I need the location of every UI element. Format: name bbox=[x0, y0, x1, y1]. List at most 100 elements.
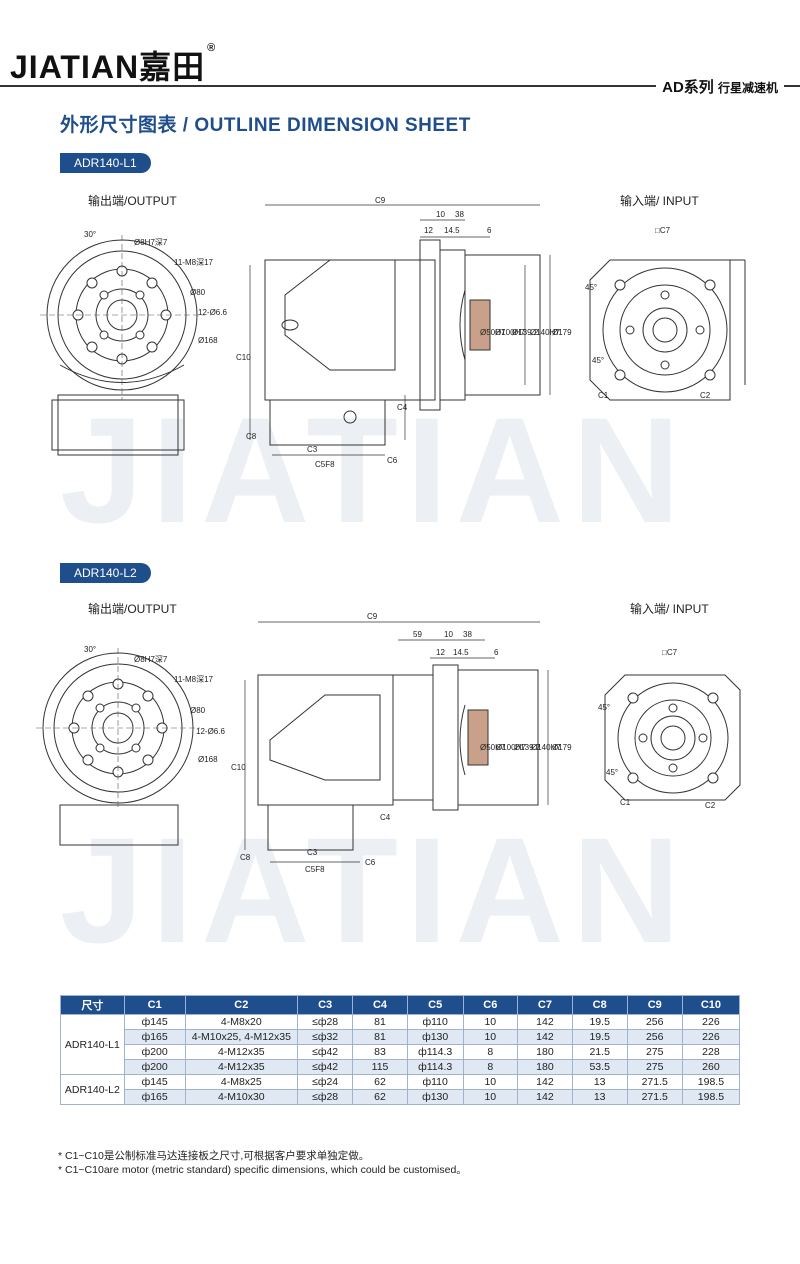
table-cell: ф200 bbox=[123, 1044, 186, 1060]
svg-text:C2: C2 bbox=[705, 801, 716, 810]
svg-text:45°: 45° bbox=[585, 283, 597, 292]
svg-text:Ø8H7深7: Ø8H7深7 bbox=[134, 238, 168, 247]
col-header: 尺寸 bbox=[60, 995, 125, 1015]
svg-text:14.5: 14.5 bbox=[453, 648, 469, 657]
table-cell: 142 bbox=[517, 1089, 573, 1105]
svg-text:C9: C9 bbox=[375, 196, 386, 205]
col-header: C8 bbox=[571, 995, 628, 1015]
svg-text:Ø100H7: Ø100H7 bbox=[495, 328, 525, 337]
svg-text:Ø80: Ø80 bbox=[190, 706, 206, 715]
svg-text:45°: 45° bbox=[598, 703, 610, 712]
page-title: 外形尺寸图表 / OUTLINE DIMENSION SHEET bbox=[60, 115, 471, 136]
table-cell: 226 bbox=[681, 1014, 741, 1030]
svg-text:Ø140H7: Ø140H7 bbox=[531, 743, 561, 752]
svg-text:59: 59 bbox=[413, 630, 422, 639]
col-header: C3 bbox=[297, 995, 354, 1015]
watermark: JIATIAN bbox=[60, 386, 689, 554]
svg-text:Ø168: Ø168 bbox=[198, 755, 218, 764]
model-tag: ADR140-L1 bbox=[60, 153, 151, 173]
col-header: C6 bbox=[462, 995, 519, 1015]
drawing-adr140-l2: 30° Ø8H7深7 11-M8深17 Ø80 12-Ø6.6 Ø168 C9 … bbox=[36, 612, 741, 874]
col-header: C9 bbox=[626, 995, 683, 1015]
svg-text:C6: C6 bbox=[365, 858, 376, 867]
table-cell: 4-M12x35 bbox=[184, 1044, 299, 1060]
table-cell: 226 bbox=[681, 1029, 741, 1045]
table-cell: ≤ф28 bbox=[297, 1089, 354, 1105]
svg-text:38: 38 bbox=[463, 630, 472, 639]
model-tag: ADR140-L2 bbox=[60, 563, 151, 583]
svg-text:45°: 45° bbox=[606, 768, 618, 777]
svg-text:Ø8H7深7: Ø8H7深7 bbox=[134, 655, 168, 664]
svg-text:C1: C1 bbox=[598, 391, 609, 400]
table-cell: 4-M10x25, 4-M12x35 bbox=[184, 1029, 299, 1045]
table-cell: ф114.3 bbox=[406, 1059, 464, 1075]
table-cell: 4-M10x30 bbox=[184, 1089, 299, 1105]
note-en: * C1~C10are motor (metric standard) spec… bbox=[58, 1164, 467, 1176]
brand-logo: JIATIAN嘉田® bbox=[10, 42, 217, 85]
col-header: C4 bbox=[352, 995, 408, 1015]
table-cell: 62 bbox=[352, 1089, 408, 1105]
model-cell: ADR140-L1 bbox=[60, 1014, 125, 1075]
table-cell: ≤ф24 bbox=[297, 1074, 354, 1090]
header-rule bbox=[0, 85, 800, 87]
svg-text:Ø140H7: Ø140H7 bbox=[530, 328, 560, 337]
svg-text:Ø168: Ø168 bbox=[198, 336, 218, 345]
input-label: 输入端/ INPUT bbox=[620, 194, 699, 208]
table-cell: ф110 bbox=[406, 1014, 464, 1030]
table-cell: 198.5 bbox=[681, 1074, 741, 1090]
svg-text:10: 10 bbox=[436, 210, 445, 219]
table-cell: 256 bbox=[626, 1029, 683, 1045]
table-cell: 260 bbox=[681, 1059, 741, 1075]
svg-text:Ø179: Ø179 bbox=[552, 328, 572, 337]
table-cell: 271.5 bbox=[626, 1074, 683, 1090]
table-cell: ф114.3 bbox=[406, 1044, 464, 1060]
table-cell: 10 bbox=[462, 1014, 519, 1030]
svg-text:6: 6 bbox=[494, 648, 499, 657]
svg-text:□C7: □C7 bbox=[662, 648, 678, 657]
table-cell: 4-M8x25 bbox=[184, 1074, 299, 1090]
table-cell: 228 bbox=[681, 1044, 741, 1060]
table-cell: 115 bbox=[352, 1059, 408, 1075]
svg-text:12: 12 bbox=[436, 648, 445, 657]
table-cell: 10 bbox=[462, 1089, 519, 1105]
svg-text:C4: C4 bbox=[380, 813, 391, 822]
table-cell: 142 bbox=[517, 1014, 573, 1030]
table-cell: 180 bbox=[517, 1059, 573, 1075]
svg-text:30°: 30° bbox=[84, 645, 96, 654]
table-cell: ≤ф32 bbox=[297, 1029, 354, 1045]
table-cell: 256 bbox=[626, 1014, 683, 1030]
svg-text:C8: C8 bbox=[246, 432, 257, 441]
table-cell: ф200 bbox=[123, 1059, 186, 1075]
svg-text:C1: C1 bbox=[620, 798, 631, 807]
table-cell: 21.5 bbox=[571, 1044, 628, 1060]
table-cell: 53.5 bbox=[571, 1059, 628, 1075]
svg-text:C9: C9 bbox=[367, 612, 378, 621]
table-cell: ф130 bbox=[406, 1089, 464, 1105]
svg-text:C4: C4 bbox=[397, 403, 408, 412]
table-cell: 275 bbox=[626, 1044, 683, 1060]
drawing-adr140-l1: 30° Ø8H7深7 11-M8深17 Ø80 12-Ø6.6 Ø168 C9 … bbox=[40, 196, 746, 469]
table-cell: 271.5 bbox=[626, 1089, 683, 1105]
col-header: C7 bbox=[517, 995, 573, 1015]
svg-text:45°: 45° bbox=[592, 356, 604, 365]
svg-text:38: 38 bbox=[455, 210, 464, 219]
svg-text:12-Ø6.6: 12-Ø6.6 bbox=[196, 727, 225, 736]
table-cell: 19.5 bbox=[571, 1014, 628, 1030]
table-cell: 180 bbox=[517, 1044, 573, 1060]
table-cell: 4-M12x35 bbox=[184, 1059, 299, 1075]
table-cell: 83 bbox=[352, 1044, 408, 1060]
table-cell: 13 bbox=[571, 1089, 628, 1105]
table-cell: ф145 bbox=[123, 1014, 186, 1030]
svg-text:12: 12 bbox=[424, 226, 433, 235]
note-cn: * C1~C10是公制标准马达连接板之尺寸,可根据客户要求单独定做。 bbox=[58, 1150, 370, 1162]
table-cell: ≤ф42 bbox=[297, 1044, 354, 1060]
col-header: C5 bbox=[406, 995, 464, 1015]
svg-text:C2: C2 bbox=[700, 391, 711, 400]
table-cell: 81 bbox=[352, 1014, 408, 1030]
table-cell: ф145 bbox=[123, 1074, 186, 1090]
table-cell: 198.5 bbox=[681, 1089, 741, 1105]
